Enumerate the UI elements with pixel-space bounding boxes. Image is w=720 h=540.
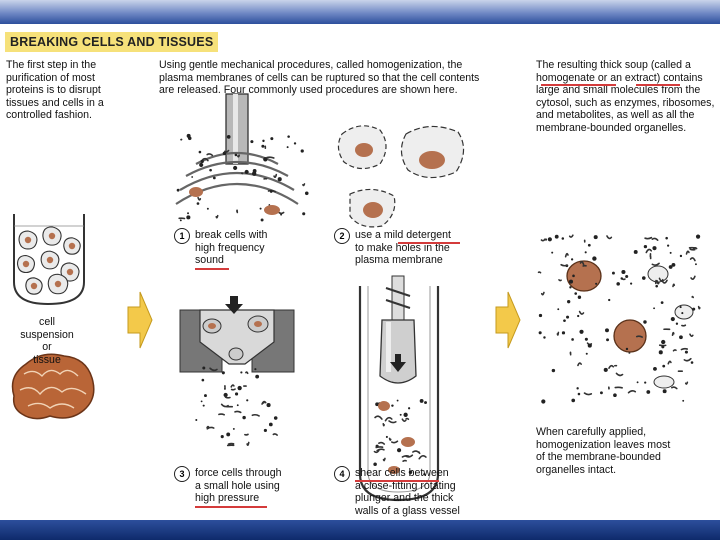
right-flow-arrow <box>495 291 521 349</box>
homogenate-fragments <box>537 234 701 404</box>
top-banner <box>0 0 720 24</box>
detergent-cells <box>337 125 465 228</box>
slide: BREAKING CELLS AND TISSUES The first ste… <box>0 24 720 520</box>
sonication-debris <box>176 133 309 222</box>
result-text: The resulting thick soup (called a homog… <box>536 59 715 134</box>
homogenization-illustration <box>11 93 701 502</box>
step-number-4: 4 <box>334 466 350 482</box>
bottom-banner <box>0 520 720 540</box>
slide-title: BREAKING CELLS AND TISSUES <box>5 32 219 52</box>
pressure-press <box>179 296 295 373</box>
step-1-underline <box>195 268 229 270</box>
step-4-underline <box>355 480 439 482</box>
homogenate <box>566 260 694 389</box>
step-number-3: 3 <box>174 466 190 482</box>
suspension-label: cell suspension or tissue <box>20 316 74 366</box>
shear-debris <box>373 398 428 476</box>
intro-text: The first step in the purification of mo… <box>6 59 104 122</box>
step-3-caption: force cells through a small hole using h… <box>195 467 282 505</box>
glass-homogenizer <box>358 275 440 502</box>
mechanical-text: Using gentle mechanical procedures, call… <box>159 59 480 97</box>
extract-underline <box>636 84 680 86</box>
step-4-caption: shear cells between a close-fitting rota… <box>355 467 460 517</box>
step-number-2: 2 <box>334 228 350 244</box>
suspended-cells <box>16 226 81 295</box>
step-2-caption: use a mild detergent to make holes in th… <box>355 229 451 267</box>
step-number-1: 1 <box>174 228 190 244</box>
step-3-underline <box>195 506 267 508</box>
cell-suspension-tube <box>13 214 85 306</box>
homogenate-underline <box>541 84 616 86</box>
left-flow-arrow <box>127 291 153 349</box>
conclusion-text: When carefully applied, homogenization l… <box>536 426 671 476</box>
step-1-caption: break cells with high frequency sound <box>195 229 268 267</box>
brain-tissue <box>11 353 95 420</box>
step-2-underline <box>398 242 460 244</box>
pressure-debris <box>195 366 278 447</box>
ultrasonic-probe <box>175 93 299 205</box>
